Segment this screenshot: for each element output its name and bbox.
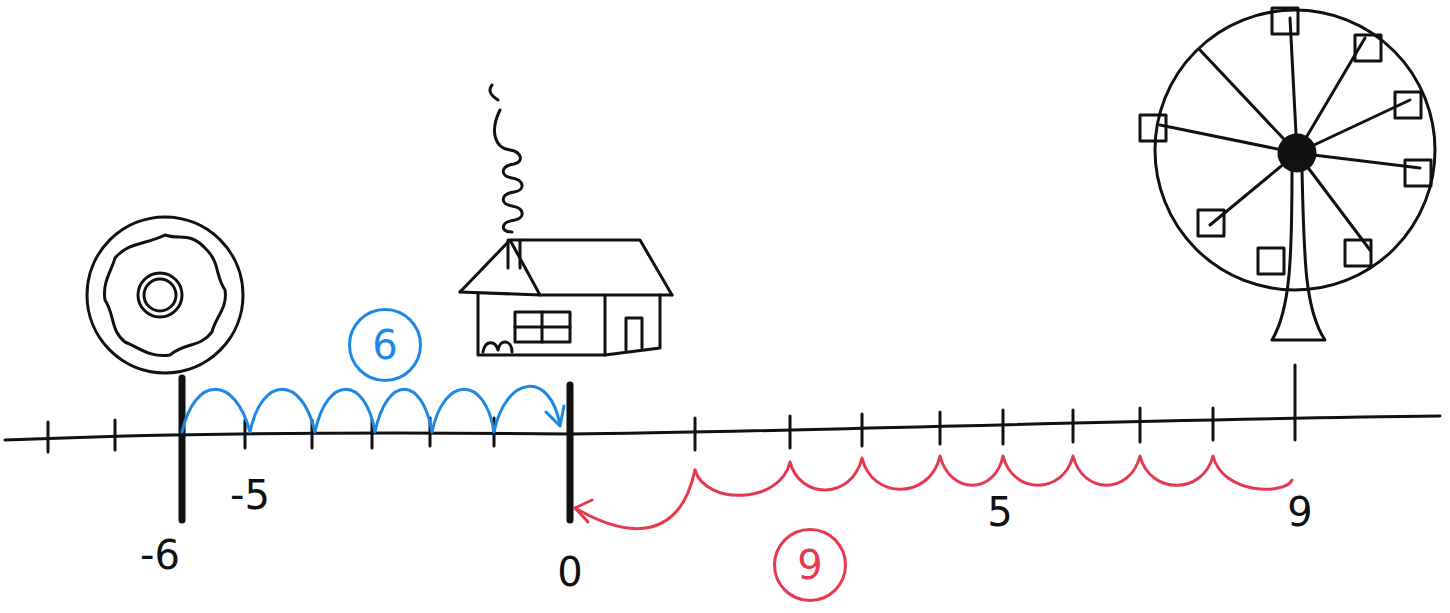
bold-mark xyxy=(179,378,186,520)
blue-hops xyxy=(182,386,564,432)
number-label: -5 xyxy=(230,475,270,515)
bold-mark xyxy=(567,385,574,520)
circled-number: 9 xyxy=(773,528,847,602)
ferris-wheel-picture xyxy=(1140,8,1435,340)
number-label: 9 xyxy=(1287,492,1312,532)
tick-marks xyxy=(48,365,1295,452)
circled-number: 6 xyxy=(348,308,422,382)
jump-count: 6 xyxy=(372,325,397,365)
number-label: -6 xyxy=(140,535,180,575)
number-label: 5 xyxy=(987,492,1012,532)
red-hops xyxy=(575,456,1292,529)
number-line xyxy=(5,416,1440,440)
donut-picture xyxy=(87,217,243,373)
house-picture xyxy=(460,85,672,355)
number-label: 0 xyxy=(557,552,582,592)
jump-count: 9 xyxy=(797,545,822,585)
